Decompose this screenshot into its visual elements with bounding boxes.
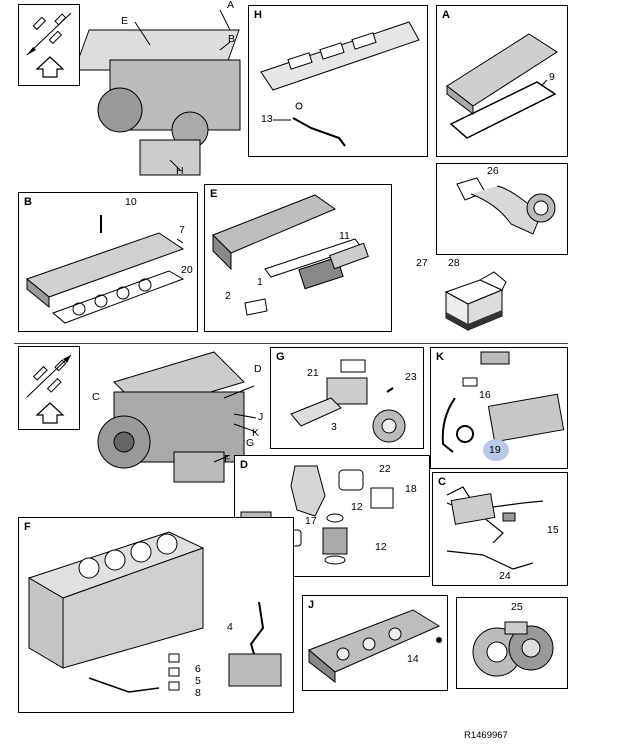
panel-letter: K	[436, 351, 444, 363]
part-label-9: 9	[549, 71, 555, 83]
part-label-10: 10	[125, 196, 137, 208]
panel-letter: C	[438, 476, 446, 488]
part-label-22: 22	[379, 463, 391, 475]
part-label-25: 25	[511, 601, 523, 613]
panel-letter: F	[24, 521, 31, 533]
part-label-12-lower: 12	[375, 541, 387, 553]
part-label-14: 14	[407, 653, 419, 665]
callout-engine-b: B	[228, 33, 236, 45]
part-label-24: 24	[499, 570, 511, 582]
callout-engine-h: H	[176, 165, 184, 177]
engine-block-illustration	[27, 531, 282, 693]
panel-elbow-part-26: 26	[436, 163, 568, 255]
panel-letter: E	[210, 188, 218, 200]
reference-code: R1469967	[464, 730, 508, 741]
panel-j-intake-manifold: J 14	[302, 595, 448, 691]
callout-engine-a: A	[227, 0, 235, 11]
panel-letter: B	[24, 196, 32, 208]
valve-cover-assembly-illustration	[212, 194, 369, 316]
callout-engine-c: C	[92, 391, 100, 403]
view-orientation-icon	[26, 12, 72, 78]
wiring-harness-illustration	[446, 486, 544, 570]
part-label-16: 16	[479, 389, 491, 401]
section-divider	[14, 343, 568, 344]
panel-e-valve-cover-assembly: E 11 1 2	[204, 184, 392, 332]
panel-turbocharger-part-25: 25	[456, 597, 568, 689]
part-label-20: 20	[181, 264, 193, 276]
gasket-kit-box-illustration	[444, 271, 507, 331]
view-orientation-box-top	[18, 4, 80, 86]
panel-a-valve-cover: A 9	[436, 5, 568, 157]
highlight-callout-19	[483, 439, 509, 461]
part-label-15: 15	[547, 524, 559, 536]
panel-letter: D	[240, 459, 248, 471]
panel-h-oil-pan-gasket: H 13	[248, 5, 428, 157]
oil-pan-gasket-illustration	[260, 21, 420, 147]
valve-cover-illustration	[446, 33, 558, 139]
part-label-19: 19	[489, 444, 501, 456]
engine-assembly-illustration-top	[80, 9, 241, 176]
part-label-13: 13	[261, 113, 273, 125]
view-orientation-box-bottom	[18, 346, 80, 430]
part-label-21: 21	[307, 367, 319, 379]
panel-letter: H	[254, 9, 262, 21]
intake-manifold-illustration	[308, 609, 442, 684]
part-label-6: 6	[195, 663, 201, 675]
callout-engine-d: D	[254, 363, 262, 375]
part-label-8: 8	[195, 687, 201, 699]
panel-letter: J	[308, 599, 315, 611]
part-label-23: 23	[405, 371, 417, 383]
panel-letter: G	[276, 351, 285, 363]
part-label-11: 11	[339, 230, 350, 242]
egr-valve-illustration	[290, 359, 406, 443]
part-label-17: 17	[305, 515, 317, 527]
panel-letter: A	[442, 9, 450, 21]
panel-f-engine-block: F 4 6 5 8	[18, 517, 294, 713]
callout-engine-e: E	[121, 15, 129, 27]
egr-cooler-illustration	[441, 351, 565, 453]
panel-c-wiring-harness: C 15 24	[432, 472, 568, 586]
view-orientation-icon	[26, 354, 72, 424]
callout-engine-f: F	[224, 453, 231, 465]
panel-k-egr-cooler: K 16 19	[430, 347, 568, 469]
part-label-26: 26	[487, 165, 499, 177]
callout-engine-g: G	[246, 437, 255, 449]
turbocharger-illustration	[472, 621, 554, 677]
part-label-3: 3	[331, 421, 337, 433]
callout-engine-j: J	[258, 411, 264, 423]
part-label-5: 5	[195, 675, 201, 687]
callout-engine-k: K	[252, 427, 260, 439]
turbo-elbow-illustration	[456, 177, 556, 235]
part-label-18: 18	[405, 483, 417, 495]
panel-g-egr-valve: G 21 23 3	[270, 347, 424, 449]
part-label-28: 28	[448, 257, 460, 269]
part-label-4: 4	[227, 621, 233, 633]
part-label-7: 7	[179, 224, 185, 236]
part-label-27: 27	[416, 257, 428, 269]
engine-assembly-illustration-bottom	[97, 351, 257, 483]
cylinder-head-illustration	[25, 215, 185, 324]
part-label-1: 1	[257, 276, 263, 288]
part-label-12: 12	[351, 501, 363, 513]
part-label-2: 2	[225, 290, 231, 302]
panel-b-cylinder-head: B 10 7 20	[18, 192, 198, 332]
